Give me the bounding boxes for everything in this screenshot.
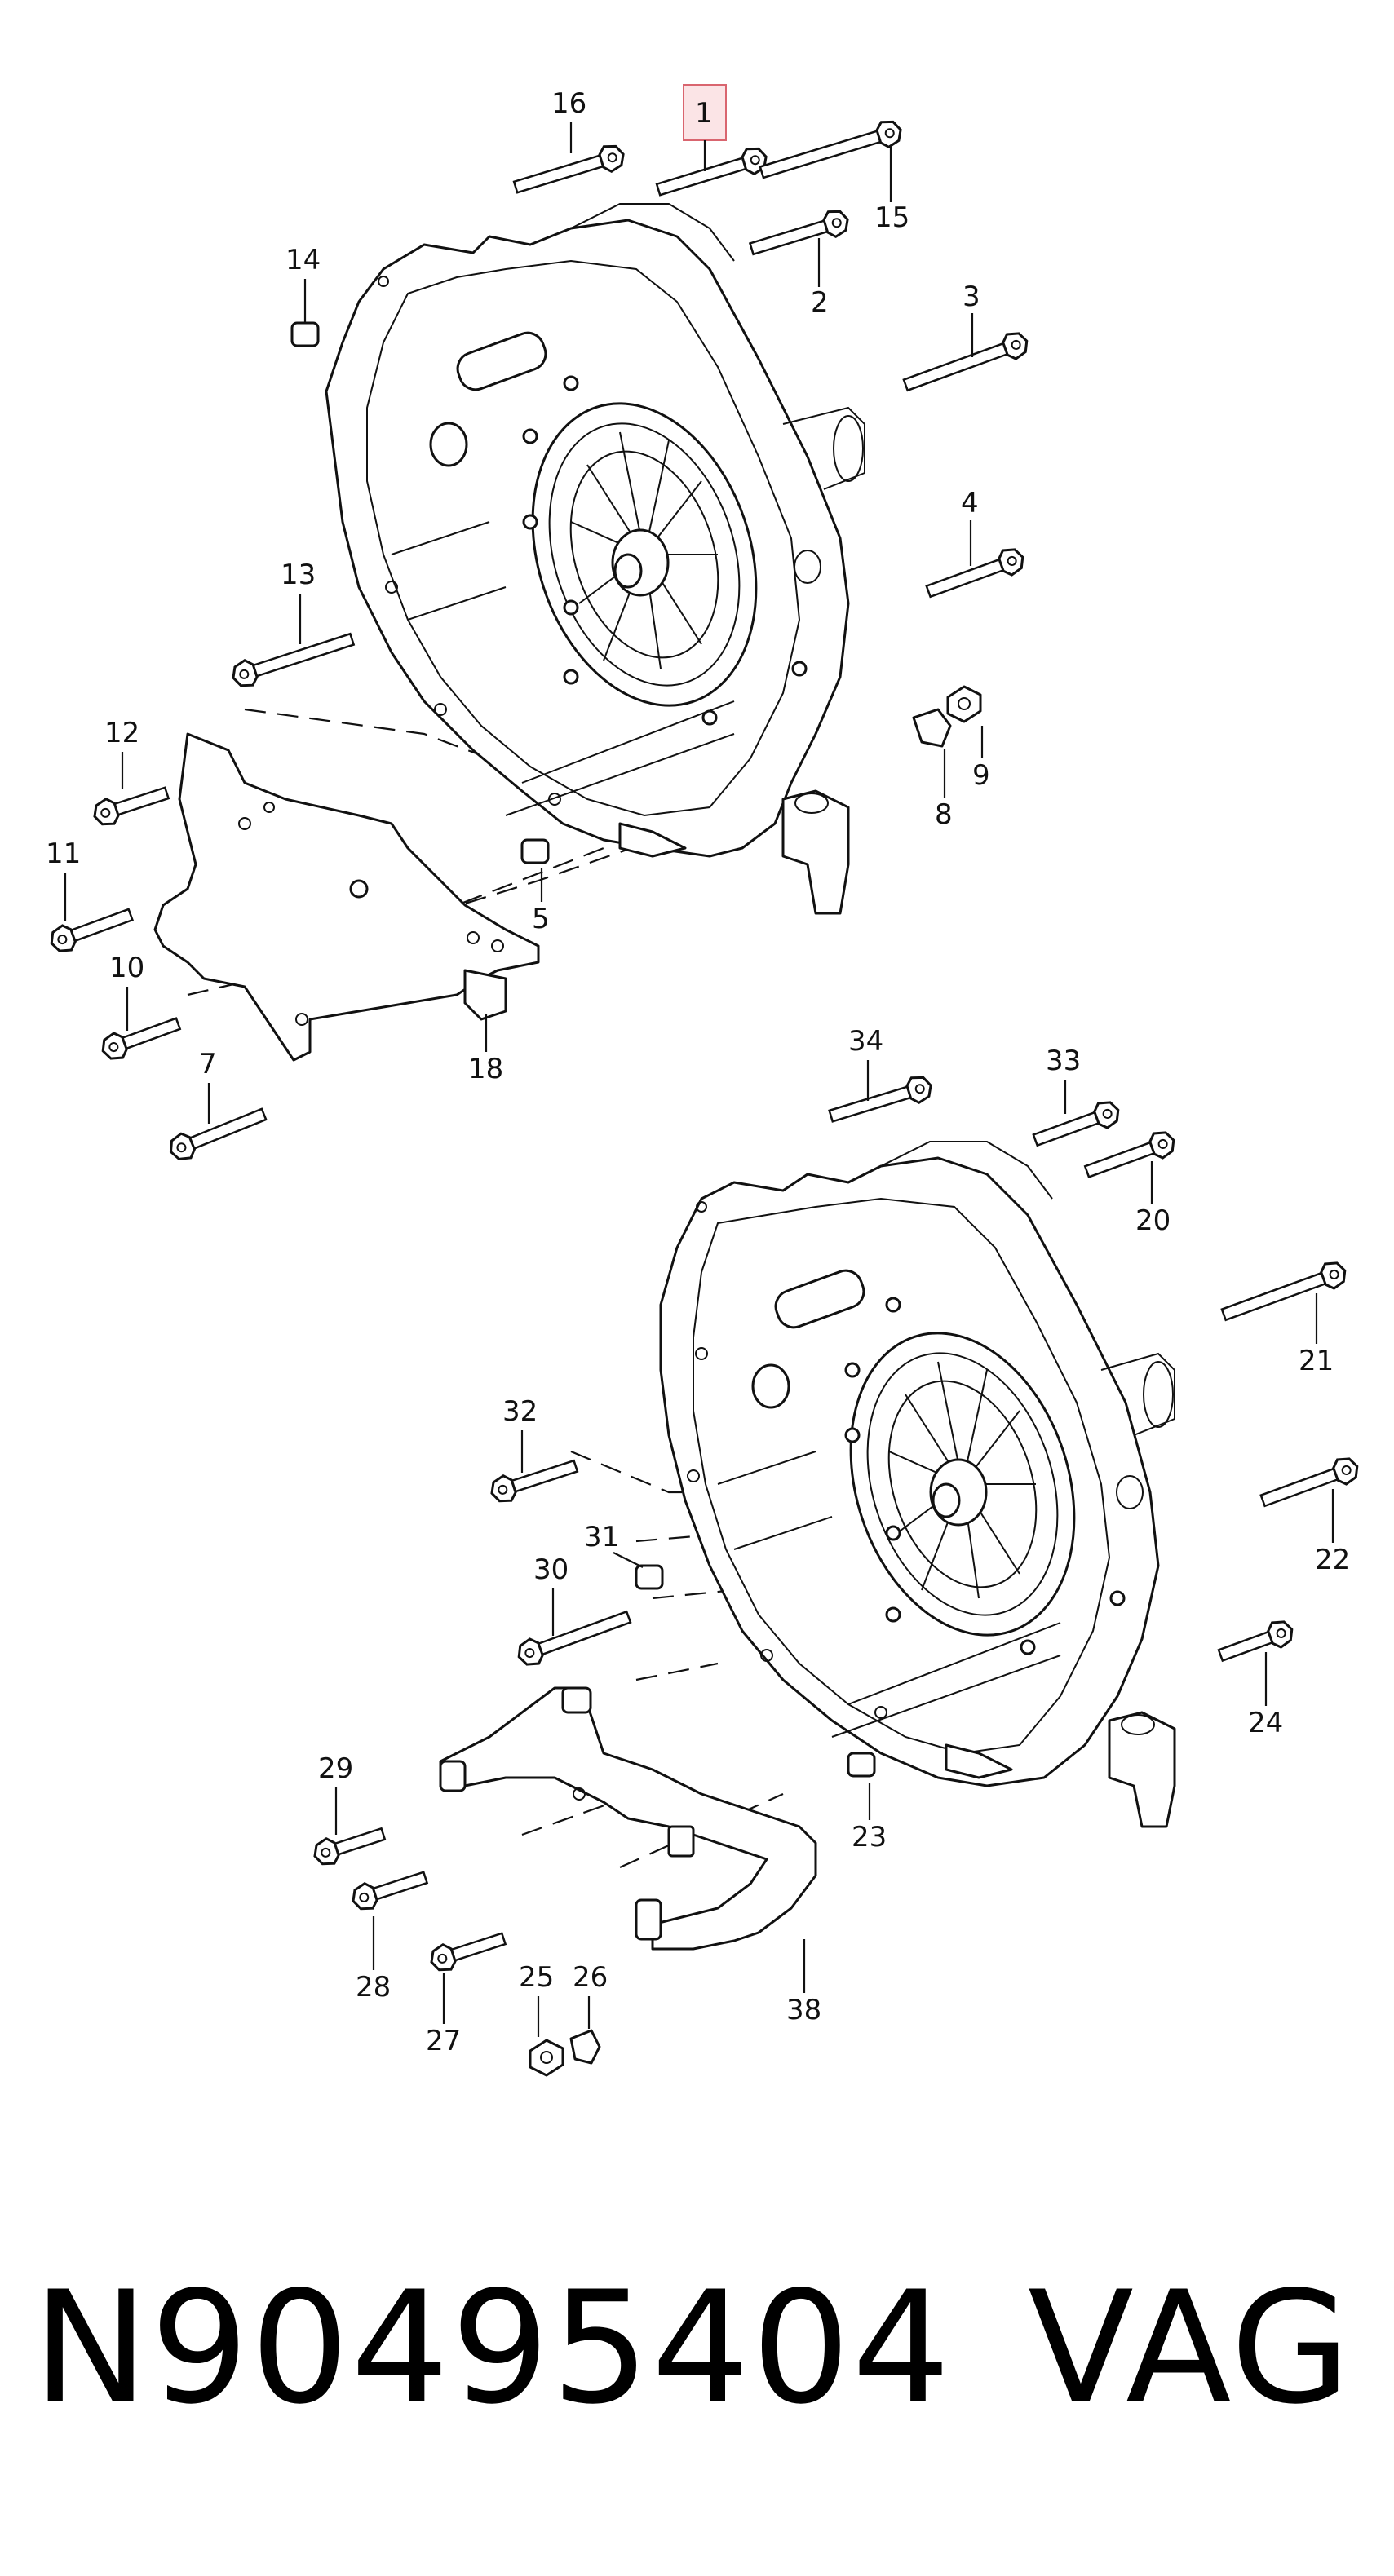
callout-1: 1 (695, 97, 713, 130)
lower-assembly (439, 1141, 1176, 2077)
bracket-18 (153, 732, 540, 1062)
bolt-28 (347, 1871, 429, 1915)
nut-25 (529, 2039, 564, 2077)
callout-38: 38 (786, 1994, 821, 2026)
callout-25: 25 (519, 1961, 554, 1994)
callout-7: 7 (199, 1048, 217, 1080)
callout-29: 29 (318, 1752, 353, 1785)
bolt-30 (513, 1610, 632, 1671)
bolt-3 (902, 327, 1033, 392)
callout-8: 8 (935, 798, 953, 831)
bolt-16 (512, 140, 629, 194)
lower-bolts (309, 1071, 1363, 1976)
callout-31: 31 (584, 1521, 619, 1553)
callout-22: 22 (1315, 1544, 1350, 1576)
callout-18: 18 (468, 1053, 503, 1085)
callout-4: 4 (961, 487, 979, 519)
dowel-sleeve-23 (847, 1752, 876, 1778)
callout-10: 10 (109, 952, 144, 984)
upper-bolts (46, 116, 1033, 1165)
bolt-20 (1083, 1126, 1179, 1178)
callout-21: 21 (1299, 1345, 1334, 1377)
upper-assembly (153, 203, 982, 1062)
callout-14: 14 (285, 244, 321, 276)
callout-30: 30 (533, 1553, 569, 1586)
bolt-2 (748, 205, 853, 256)
callout-15: 15 (874, 201, 909, 234)
bolt-21 (1220, 1257, 1351, 1322)
callout-34: 34 (848, 1025, 883, 1058)
bolt-10 (97, 1017, 182, 1065)
bolt-11 (46, 908, 134, 957)
bolt-34 (828, 1071, 936, 1123)
washer-26 (569, 2029, 601, 2065)
bolt-22 (1259, 1452, 1363, 1508)
dowel-sleeve-5 (520, 838, 550, 864)
callout-13: 13 (281, 559, 316, 591)
callout-32: 32 (502, 1395, 538, 1428)
callout-11: 11 (46, 837, 81, 870)
bolt-33 (1032, 1096, 1124, 1147)
bracket-38 (439, 1686, 817, 1951)
callout-20: 20 (1135, 1204, 1171, 1237)
bolt-29 (309, 1827, 387, 1870)
callout-9: 9 (972, 759, 990, 792)
callout-28: 28 (356, 1971, 391, 2004)
bolt-4 (925, 543, 1029, 599)
highlight-box-1 (683, 84, 727, 141)
washer-8 (912, 708, 952, 748)
callout-5: 5 (532, 903, 550, 935)
bolt-12 (89, 786, 170, 830)
callout-16: 16 (551, 87, 586, 120)
bolt-7 (164, 1107, 268, 1165)
callout-24: 24 (1248, 1707, 1283, 1739)
callout-23: 23 (852, 1821, 887, 1854)
callout-26: 26 (573, 1961, 608, 1994)
callout-12: 12 (104, 717, 139, 749)
callout-2: 2 (811, 286, 829, 319)
part-number-label: N90495404 (33, 2258, 953, 2438)
callouts: 1 16 15 2 3 4 14 13 12 11 10 7 5 18 8 9 (46, 84, 1350, 2057)
bolt-1 (655, 143, 772, 197)
dowel-sleeve-14 (290, 321, 320, 347)
callout-27: 27 (426, 2025, 461, 2057)
bolt-13 (228, 632, 356, 691)
callout-33: 33 (1046, 1045, 1081, 1077)
bolt-32 (486, 1459, 579, 1507)
bolt-24 (1217, 1615, 1298, 1663)
callout-3: 3 (963, 281, 980, 313)
bolt-27 (426, 1932, 507, 1976)
nut-9 (946, 685, 982, 723)
brand-label: VAG (1028, 2258, 1352, 2438)
bolt-15 (759, 116, 906, 179)
dowel-sleeve-31 (635, 1564, 664, 1590)
